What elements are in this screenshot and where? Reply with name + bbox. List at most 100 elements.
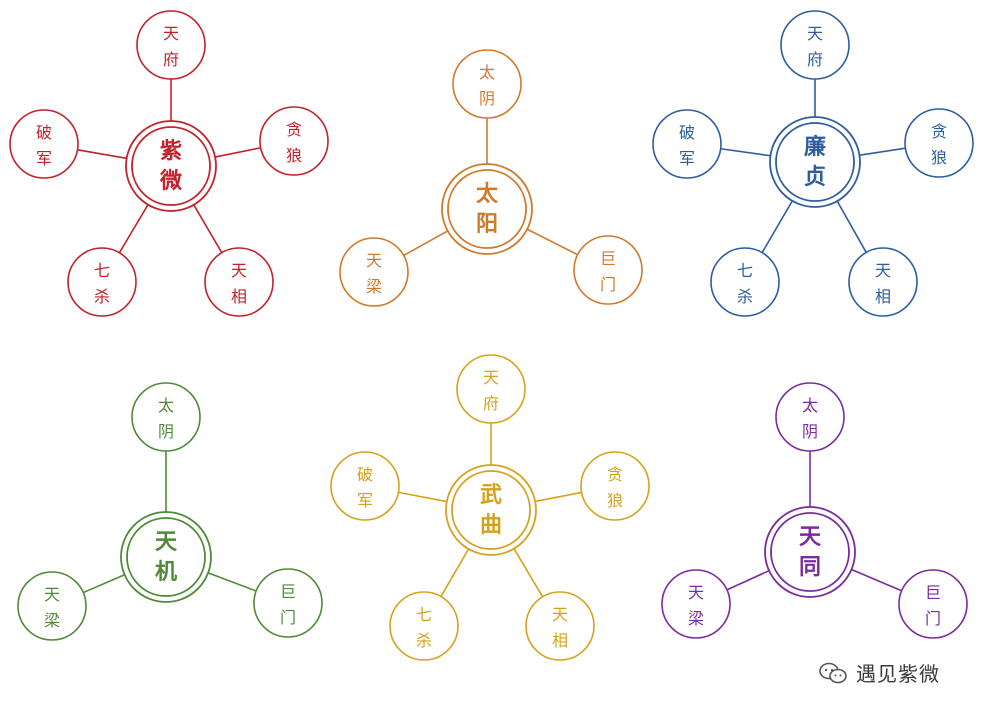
center-star-char: 廉 [804,134,826,160]
satellite-star-char: 相 [231,287,247,306]
satellite-star-char: 破 [679,123,695,142]
satellite-star-char: 门 [280,608,296,627]
connector-line [726,569,770,591]
center-inner-ring [451,470,531,550]
center-star-char: 紫 [160,138,182,164]
satellite-circle [452,49,522,119]
connector-line [82,574,125,594]
connector-line [526,228,578,256]
satellite-star: 天相 [848,247,918,317]
satellite-star: 贪狼 [904,108,974,178]
connector-line [193,204,223,254]
satellite-star-char: 太 [802,396,818,415]
satellite-star-char: 府 [163,50,179,69]
connector-line [761,200,794,254]
satellite-star: 七杀 [710,247,780,317]
satellite-star: 破军 [9,109,79,179]
satellite-circle [67,247,137,317]
center-star-char: 贞 [804,164,826,190]
satellite-circle [131,382,201,452]
connector-line [851,568,902,592]
satellite-star-char: 贪 [286,120,302,139]
watermark: 遇见紫微 [818,658,940,687]
satellite-star-char: 太 [158,396,174,415]
satellite-star-char: 天 [552,605,568,624]
satellite-star-char: 门 [600,275,616,294]
satellite-star: 天府 [456,354,526,424]
center-star-char: 太 [476,181,499,207]
center-inner-ring [131,126,211,206]
satellite-circle [9,109,79,179]
satellite-star: 巨门 [573,235,643,305]
satellite-star-char: 军 [357,491,373,510]
connector-line [118,204,149,254]
satellite-star-char: 府 [807,50,823,69]
satellite-circle [456,354,526,424]
satellite-star-char: 门 [925,609,941,628]
satellite-star: 破军 [652,109,722,179]
center-star-char: 天 [799,524,822,550]
watermark-text: 遇见紫微 [856,662,940,686]
satellite-circle [525,591,595,661]
satellite-circle [898,569,968,639]
satellite-star-char: 梁 [366,277,382,296]
satellite-star: 天府 [780,10,850,80]
satellite-star-char: 太 [479,63,495,82]
connector-line [836,200,867,253]
satellite-star: 太阴 [131,382,201,452]
satellite-star: 太阴 [775,382,845,452]
connector-line [859,147,906,156]
satellite-star-char: 七 [94,261,110,280]
connector-line [214,146,261,158]
center-star-char: 微 [159,168,182,194]
satellite-star-char: 相 [552,631,568,650]
satellite-star: 天梁 [17,571,87,641]
wechat-icon [819,662,847,683]
center-inner-ring [775,122,855,202]
satellite-star-char: 破 [36,123,52,142]
satellite-star-char: 巨 [925,583,941,602]
satellite-star: 天梁 [339,237,409,307]
satellite-circle [780,10,850,80]
satellite-circle [573,235,643,305]
satellite-star: 破军 [330,451,400,521]
satellite-circle [136,10,206,80]
satellite-star-char: 狼 [286,146,302,165]
satellite-star-char: 天 [875,261,891,280]
satellite-star: 天相 [525,591,595,661]
center-star-char: 武 [480,482,502,508]
satellite-circle [389,591,459,661]
satellite-star-char: 贪 [931,122,947,141]
satellite-circle [775,382,845,452]
satellite-circle [253,568,323,638]
satellite-star-char: 梁 [688,609,704,628]
connector-line [535,491,582,503]
satellite-star-char: 梁 [44,611,60,630]
satellite-circle [904,108,974,178]
satellite-star: 贪狼 [259,106,329,176]
satellite-star: 七杀 [67,247,137,317]
center-star-char: 同 [799,554,821,580]
satellite-star-char: 巨 [600,249,616,268]
satellite-star-char: 天 [44,585,60,604]
satellite-star-char: 阴 [802,422,818,441]
satellite-star-char: 府 [483,394,499,413]
satellite-circle [330,451,400,521]
satellite-star-char: 阴 [158,422,174,441]
satellite-circle [661,569,731,639]
connector-line [440,548,470,597]
satellite-star-char: 天 [688,583,704,602]
satellite-star-char: 天 [231,261,247,280]
center-star-char: 机 [155,559,177,585]
satellite-star-char: 天 [163,24,179,43]
satellite-circle [848,247,918,317]
connector-line [513,548,544,598]
satellite-star-char: 军 [36,149,52,168]
satellite-star-char: 狼 [607,491,623,510]
connector-line [398,491,447,503]
